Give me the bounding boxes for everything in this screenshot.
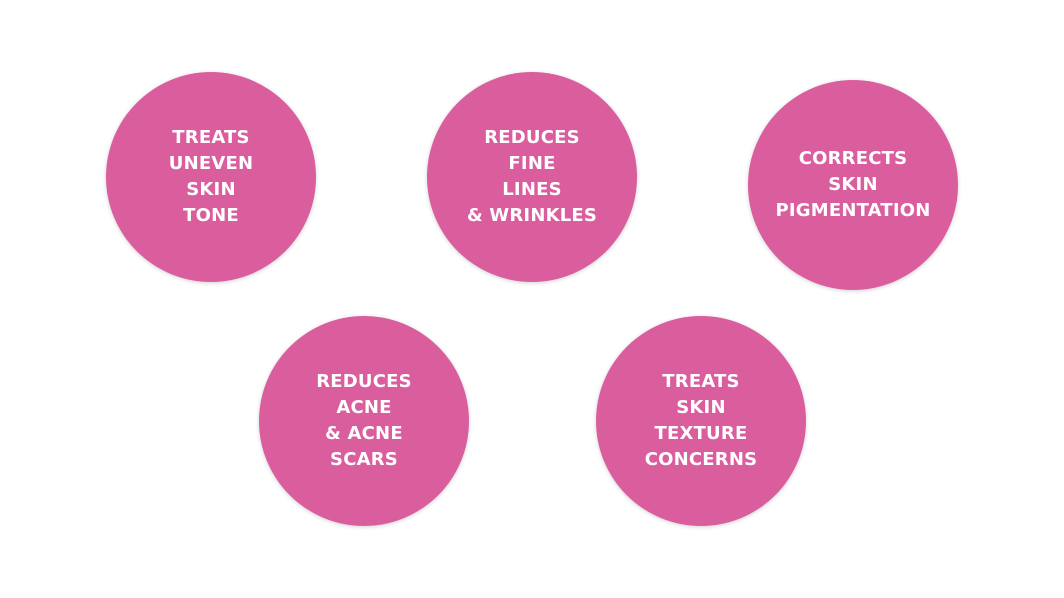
label-line: FINE (508, 153, 556, 174)
label-line: TREATS (662, 371, 740, 392)
label-line: SCARS (330, 449, 398, 470)
label-line: UNEVEN (168, 153, 254, 174)
label-line: ACNE (336, 397, 392, 418)
benefit-label: REDUCES FINE LINES & WRINKLES (467, 125, 597, 229)
label-line: & WRINKLES (466, 205, 598, 226)
label-line: REDUCES (316, 371, 412, 392)
label-line: SKIN (186, 179, 236, 200)
label-line: CONCERNS (644, 449, 758, 470)
benefit-label: TREATS UNEVEN SKIN TONE (169, 125, 253, 229)
label-line: TONE (183, 205, 239, 226)
benefit-circle-uneven-skin-tone: TREATS UNEVEN SKIN TONE (106, 72, 316, 282)
benefit-circle-skin-texture: TREATS SKIN TEXTURE CONCERNS (596, 316, 806, 526)
label-line: REDUCES (484, 127, 580, 148)
label-line: & ACNE (325, 423, 403, 444)
label-line: SKIN (676, 397, 726, 418)
label-line: CORRECTS (798, 148, 908, 169)
benefit-label: CORRECTS SKIN PIGMENTATION (775, 146, 930, 224)
label-line: PIGMENTATION (775, 200, 931, 221)
benefit-label: TREATS SKIN TEXTURE CONCERNS (645, 369, 758, 473)
label-line: TEXTURE (654, 423, 748, 444)
label-line: TREATS (172, 127, 250, 148)
label-line: LINES (502, 179, 562, 200)
benefit-circle-acne: REDUCES ACNE & ACNE SCARS (259, 316, 469, 526)
label-line: SKIN (828, 174, 878, 195)
benefit-label: REDUCES ACNE & ACNE SCARS (316, 369, 412, 473)
benefit-circle-fine-lines: REDUCES FINE LINES & WRINKLES (427, 72, 637, 282)
benefit-circle-pigmentation: CORRECTS SKIN PIGMENTATION (748, 80, 958, 290)
